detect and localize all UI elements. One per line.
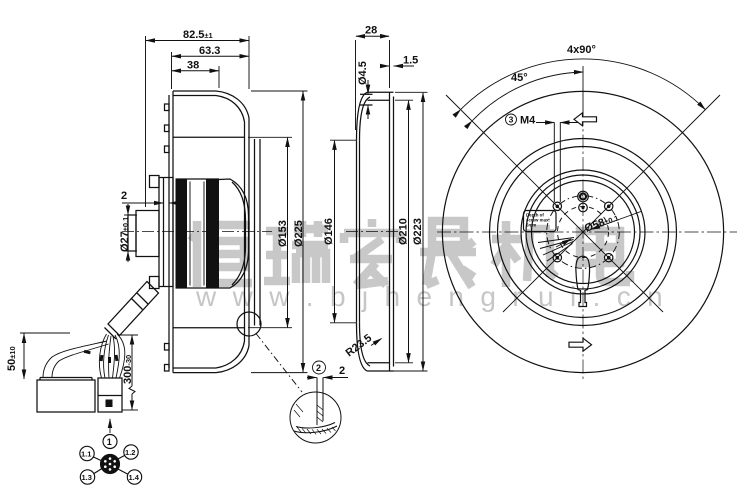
svg-text:Ø153: Ø153 xyxy=(277,220,289,247)
svg-text:63.3: 63.3 xyxy=(199,45,220,57)
svg-text:Depth of: Depth of xyxy=(526,213,544,218)
svg-text:2: 2 xyxy=(339,365,345,377)
svg-text:1: 1 xyxy=(107,437,112,447)
svg-text:28: 28 xyxy=(365,25,377,37)
svg-text:Ø27±0.1: Ø27±0.1 xyxy=(119,217,131,252)
svg-text:M4: M4 xyxy=(520,115,536,127)
svg-text:2: 2 xyxy=(121,190,127,202)
svg-text:1.2: 1.2 xyxy=(125,448,135,457)
svg-text:1.4: 1.4 xyxy=(129,473,140,482)
svg-text:38: 38 xyxy=(187,60,199,72)
svg-text:50±10: 50±10 xyxy=(6,346,18,371)
svg-text:3: 3 xyxy=(509,115,514,125)
svg-text:45°: 45° xyxy=(511,72,528,84)
svg-text:Ø223: Ø223 xyxy=(412,218,424,245)
svg-text:2: 2 xyxy=(316,363,321,373)
svg-text:w w w . b j h e n g r u i . c: w w w . b j h e n g r u i . c n xyxy=(195,281,667,312)
svg-text:1.3: 1.3 xyxy=(82,473,92,482)
svg-text:Ø225: Ø225 xyxy=(293,220,305,247)
svg-text:screw max.: screw max. xyxy=(526,218,550,223)
svg-text:5mm: 5mm xyxy=(526,223,536,228)
svg-text:300-30: 300-30 xyxy=(122,355,134,384)
svg-text:82.5±1: 82.5±1 xyxy=(183,29,213,41)
svg-text:Ø4.5: Ø4.5 xyxy=(357,61,369,85)
svg-text:1.5: 1.5 xyxy=(403,55,418,67)
svg-text:Ø146: Ø146 xyxy=(323,218,335,245)
svg-text:1.1: 1.1 xyxy=(81,449,91,458)
svg-text:Ø210: Ø210 xyxy=(398,218,410,245)
svg-text:4x90°: 4x90° xyxy=(567,44,596,56)
